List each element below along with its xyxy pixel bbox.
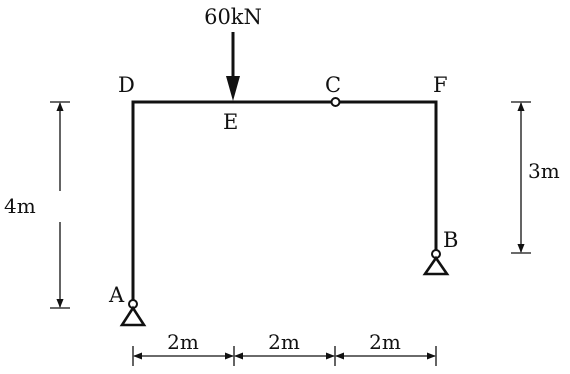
point-load-e: 60kN <box>204 5 262 101</box>
span-1-label: 2m <box>167 330 199 354</box>
node-label-d: D <box>118 73 135 97</box>
load-arrow-head <box>226 76 240 101</box>
frame-members <box>131 100 438 302</box>
node-label-f: F <box>433 73 448 97</box>
span-2-label: 2m <box>268 330 300 354</box>
support-b <box>422 249 450 276</box>
node-labels: D E C F A B <box>108 73 458 307</box>
node-label-e: E <box>223 110 238 134</box>
node-label-b: B <box>443 228 458 252</box>
support-b-triangle <box>422 255 450 276</box>
dimension-spans: 2m 2m 2m <box>132 330 437 366</box>
node-label-c: C <box>325 73 341 97</box>
node-label-a: A <box>108 283 125 307</box>
right-height-label: 3m <box>528 159 560 183</box>
dimension-left-height: 4m <box>4 101 70 309</box>
support-a <box>119 299 147 327</box>
hinge-c <box>330 97 341 107</box>
support-a-triangle <box>119 305 147 327</box>
load-label: 60kN <box>204 5 262 29</box>
dimension-right-height: 3m <box>511 101 560 254</box>
span-3-label: 2m <box>369 330 401 354</box>
left-height-label: 4m <box>4 194 36 218</box>
